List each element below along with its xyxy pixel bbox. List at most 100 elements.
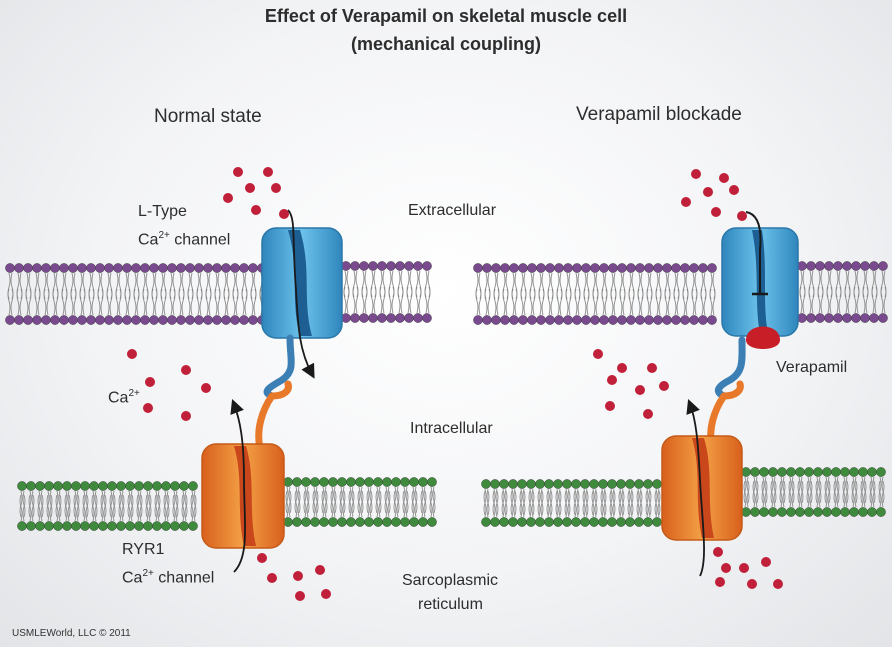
lipid-head <box>842 313 852 323</box>
lipid-head <box>490 479 500 489</box>
lipid-head <box>643 517 653 527</box>
lipid-head <box>858 507 868 517</box>
calcium-ion-dot <box>647 363 657 373</box>
lipid-head <box>53 481 63 491</box>
lipid-head <box>689 263 699 273</box>
lipid-head <box>544 517 554 527</box>
lipid-head <box>804 467 814 477</box>
lipid-head <box>400 517 410 527</box>
lipid-head <box>350 313 360 323</box>
calcium-ion-dot <box>703 187 713 197</box>
lipid-head <box>617 263 627 273</box>
lipid-head <box>671 315 681 325</box>
lipid-head <box>652 479 662 489</box>
lipid-head <box>386 313 396 323</box>
calcium-ion-dot <box>635 385 645 395</box>
lipid-head <box>140 315 150 325</box>
lipid-head <box>876 467 886 477</box>
panel-heading-normal: Normal state <box>154 106 262 127</box>
lipid-head <box>634 479 644 489</box>
lipid-head <box>140 263 150 273</box>
lipid-head <box>544 479 554 489</box>
lipid-head <box>653 315 663 325</box>
calcium-ion-dot <box>711 207 721 217</box>
lipid-head <box>824 313 834 323</box>
lipid-head <box>149 263 159 273</box>
lipid-head <box>698 263 708 273</box>
lipid-head <box>598 479 608 489</box>
lipid-head <box>607 517 617 527</box>
lipid-head <box>481 517 491 527</box>
lipid-head <box>804 507 814 517</box>
lipid-head <box>32 315 42 325</box>
sr-membrane-left-b <box>283 477 437 527</box>
sr-membrane-right-a <box>481 479 662 527</box>
lipid-head <box>179 521 189 531</box>
lipid-head <box>41 315 51 325</box>
lipid-head <box>77 263 87 273</box>
lipid-head <box>176 263 186 273</box>
lipid-head <box>346 477 356 487</box>
lipid-head <box>14 263 24 273</box>
calcium-ion-dot <box>295 591 305 601</box>
lipid-head <box>527 315 537 325</box>
lipid-head <box>644 315 654 325</box>
lipid-head <box>617 315 627 325</box>
lipid-head <box>768 467 778 477</box>
lipid-head <box>860 313 870 323</box>
lipid-head <box>869 313 879 323</box>
lipid-head <box>572 263 582 273</box>
lipid-head <box>50 263 60 273</box>
lipid-head <box>152 481 162 491</box>
flow-arrow-icon <box>686 398 705 577</box>
calcium-ion-dot <box>719 173 729 183</box>
figure-title-line2: (mechanical coupling) <box>350 34 542 54</box>
lipid-head <box>68 263 78 273</box>
lipid-head <box>188 521 198 531</box>
calcium-ion-dot <box>643 409 653 419</box>
lipid-head <box>26 521 36 531</box>
lipid-head <box>149 315 159 325</box>
lipid-head <box>589 479 599 489</box>
lipid-head <box>319 477 329 487</box>
lipid-head <box>536 263 546 273</box>
panel-heading-blockade: Verapamil blockade <box>576 104 742 125</box>
lipid-head <box>869 261 879 271</box>
calcium-ion-dot <box>607 375 617 385</box>
calcium-ion-dot <box>617 363 627 373</box>
lipid-head <box>239 263 249 273</box>
plasma-membrane-right-b <box>797 261 888 323</box>
lipid-head <box>535 517 545 527</box>
lipid-head <box>562 517 572 527</box>
calcium-ion-dot <box>271 183 281 193</box>
lipid-head <box>179 481 189 491</box>
lipid-head <box>248 315 258 325</box>
lipid-head <box>777 507 787 517</box>
sr-membrane-right-b <box>741 467 886 517</box>
lipid-head <box>527 263 537 273</box>
region-sarcoplasmic: Sarcoplasmic <box>402 572 499 589</box>
lipid-head <box>310 477 320 487</box>
lipid-head <box>580 479 590 489</box>
lipid-head <box>89 481 99 491</box>
lipid-head <box>625 517 635 527</box>
lipid-head <box>635 315 645 325</box>
lipid-head <box>194 263 204 273</box>
membranes-layer <box>5 261 888 531</box>
lipid-head <box>689 315 699 325</box>
lipid-head <box>400 477 410 487</box>
lipid-head <box>563 263 573 273</box>
lipid-head <box>822 467 832 477</box>
lipid-head <box>143 521 153 531</box>
calcium-ion-dot <box>251 205 261 215</box>
lipid-head <box>355 517 365 527</box>
lipid-head <box>427 517 437 527</box>
lipid-head <box>500 263 510 273</box>
lipid-head <box>158 263 168 273</box>
lipid-head <box>777 467 787 477</box>
lipid-head <box>545 315 555 325</box>
lipid-head <box>170 521 180 531</box>
lipid-head <box>35 481 45 491</box>
lipid-head <box>491 315 501 325</box>
lipid-head <box>382 517 392 527</box>
